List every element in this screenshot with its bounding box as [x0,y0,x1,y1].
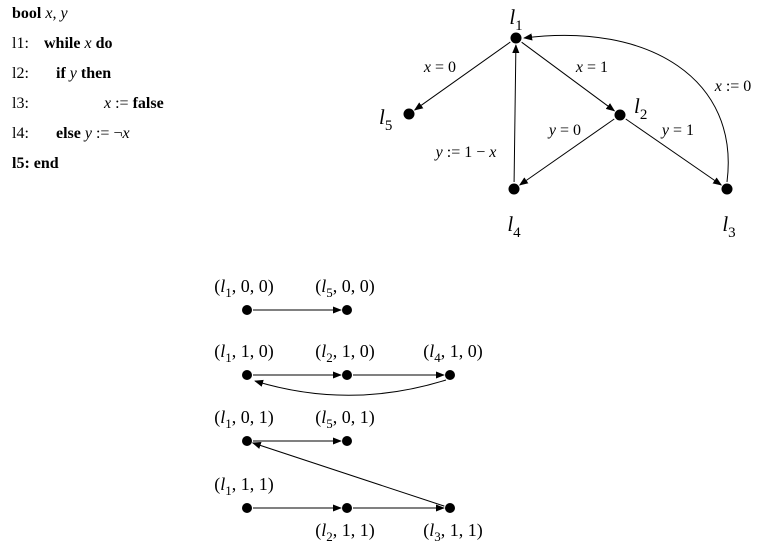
code-line-label: l1: [12,35,29,52]
state-node-label-a2: (l5​, 0, 0) [315,276,375,300]
cfg-node-l3 [721,183,733,195]
cfg-node-l1 [510,32,522,44]
code-token: false [132,95,164,112]
cfg-edge-label-l1-l2: x = 1 [575,59,608,76]
cfg-edge-l2-l4 [519,118,615,186]
cfg-edge-label-l1-l5: x = 0 [423,59,456,76]
state-graph: (l1​, 0, 0) (l5​, 0, 0) (l1​, 1, 0) (l2​, 1… [214,276,483,544]
cfg-edge-l2-l3 [625,118,722,186]
code-line-label: l2: [12,65,29,82]
code-line-label: l4: [12,125,29,142]
cfg-edge-label-l2-l3: y = 1 [660,122,694,139]
cfg-node-l2 [614,109,626,121]
code-token: l5: end [12,155,59,172]
cfg-edge-label-l3-l1: x := 0 [714,78,752,95]
state-node-c2 [342,436,352,446]
state-edge-b3-b1 [254,379,447,396]
code-token: then [80,65,112,82]
code-token: := ¬ [91,125,123,142]
cfg-edge-label-l4-l1: y := 1 − x [434,144,497,161]
cfg-node-l4 [508,183,520,195]
cfg-node-label-l1: l1​ [509,5,522,34]
control-flow-graph: l1​ l2​ l3​ l4​ l5​ x = 0 x = 1 y = 0 y = 1 y := … [379,5,751,241]
state-node-label-b1: (l1​, 1, 0) [214,341,274,365]
state-node-label-d1: (l1​, 1, 1) [214,474,274,498]
state-node-b3 [445,370,455,380]
code-token: x [104,95,112,112]
state-node-label-b3: (l4​, 1, 0) [423,341,483,365]
code-line: l1: while x do [12,34,112,54]
state-node-label-b2: (l2​, 1, 0) [315,341,375,365]
state-node-label-a1: (l1​, 0, 0) [214,276,274,300]
state-node-label-c1: (l1​, 0, 1) [214,407,274,431]
cfg-node-label-l4: l4​ [507,212,521,241]
code-line: l5: end [12,154,59,174]
cfg-node-l5 [403,108,415,120]
state-node-label-d3: (l3​, 1, 1) [423,520,483,544]
cfg-edge-l4-l1 [512,44,520,183]
code-token: if [56,65,66,82]
state-node-a2 [342,305,352,315]
cfg-node-label-l5: l5​ [379,105,392,134]
code-token: x, y [41,5,68,22]
code-token: while [44,35,81,52]
state-node-b2 [342,370,352,380]
cfg-edge-label-l2-l4: y = 0 [547,122,581,139]
state-node-c1 [242,436,252,446]
state-node-label-d2: (l2​, 1, 1) [315,520,375,544]
code-token: bool [12,5,42,22]
cfg-edge-l3-l1 [523,33,729,183]
code-token: x [80,35,96,52]
state-node-d3 [445,503,455,513]
code-token: else [56,125,81,142]
code-line: l4: else y := ¬x [12,124,130,144]
code-line-label: l3: [12,95,29,112]
code-line: bool x, y [12,4,68,24]
state-edge-d3-c1 [251,442,445,507]
state-node-d2 [342,503,352,513]
cfg-node-label-l3: l3​ [722,212,735,241]
state-node-a1 [242,305,252,315]
code-token: y [65,65,81,82]
code-token: x [122,125,130,142]
state-node-d1 [242,503,252,513]
code-token: y [80,125,92,142]
cfg-edge-l1-l2 [521,41,616,112]
cfg-edge-l1-l5 [413,41,511,111]
code-line: l2: if y then [12,64,111,84]
program-listing: bool x, y l1: while x do l2: if y then l3: x :… [12,4,252,204]
state-node-label-c2: (l5​, 0, 1) [315,407,375,431]
code-line: l3: x := false [12,94,164,114]
cfg-node-label-l2: l2​ [634,94,647,123]
code-token: := [111,95,133,112]
code-token: do [95,35,113,52]
state-node-b1 [242,370,252,380]
